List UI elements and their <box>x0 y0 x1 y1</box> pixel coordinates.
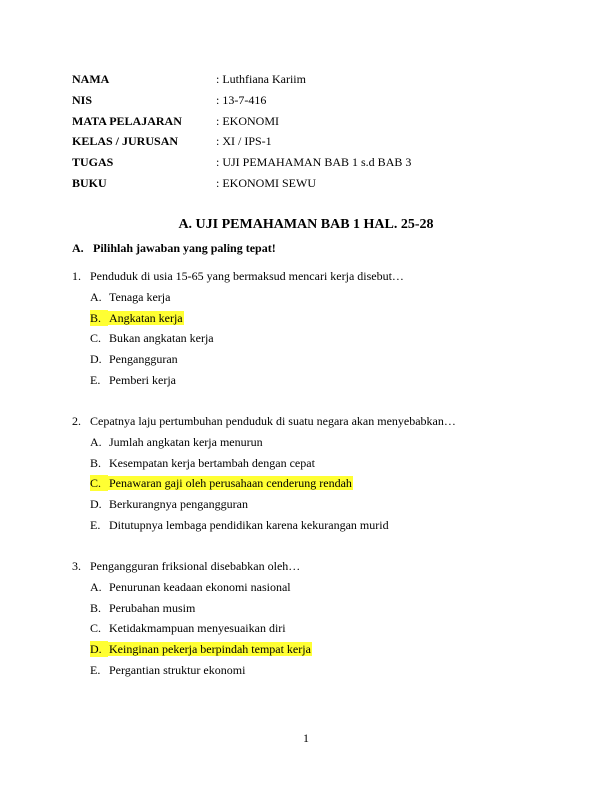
question-text: Cepatnya laju pertumbuhan penduduk di su… <box>90 414 456 428</box>
question-text: Pengangguran friksional disebabkan oleh… <box>90 559 301 573</box>
option-text: Berkurangnya pengangguran <box>109 497 248 512</box>
question-3: 3. Pengangguran friksional disebabkan ole… <box>72 558 312 683</box>
option-letter: E. <box>90 517 101 532</box>
option-b: B. Perubahan musim <box>72 600 312 621</box>
instruction-text: Pilihlah jawaban yang paling tepat! <box>93 241 276 255</box>
question-2: 2. Cepatnya laju pertumbuhan penduduk di … <box>72 413 456 538</box>
question-number: 1. <box>72 269 81 283</box>
student-info: NAMA : Luthfiana Kariim NIS : 13-7-416 M… <box>72 71 411 196</box>
info-value: : EKONOMI <box>216 113 279 128</box>
option-letter: B. <box>90 309 108 326</box>
option-letter: D. <box>90 352 102 367</box>
info-row-buku: BUKU : EKONOMI SEWU <box>72 175 411 196</box>
info-label: NIS <box>72 92 93 107</box>
option-c-highlighted: C.Penawaran gaji oleh perusahaan cenderu… <box>72 475 456 496</box>
option-text: Ketidakmampuan menyesuaikan diri <box>109 621 286 636</box>
page-number: 1 <box>303 731 309 745</box>
option-e: E. Pemberi kerja <box>72 372 404 393</box>
option-d: D. Pengangguran <box>72 351 404 372</box>
option-text: Pengangguran <box>109 352 178 367</box>
info-value: : Luthfiana Kariim <box>216 72 306 86</box>
section-title: A. UJI PEMAHAMAN BAB 1 HAL. 25-28 <box>178 217 434 232</box>
info-value: : XI / IPS-1 <box>216 134 272 149</box>
option-letter: C. <box>90 331 102 346</box>
option-text: Keinginan pekerja berpindah tempat kerja <box>108 642 312 657</box>
option-a: A. Tenaga kerja <box>72 289 404 310</box>
option-letter: E. <box>90 662 101 677</box>
option-letter: D. <box>90 641 108 658</box>
option-letter: A. <box>90 289 102 304</box>
option-letter: A. <box>90 434 102 449</box>
info-row-nama: NAMA : Luthfiana Kariim <box>72 71 411 92</box>
instruction-number: A. <box>72 241 84 255</box>
option-letter: D. <box>90 497 102 512</box>
info-row-nis: NIS : 13-7-416 <box>72 92 411 113</box>
question-stem: 1. Penduduk di usia 15-65 yang bermaksud … <box>72 268 404 289</box>
instruction: A. Pilihlah jawaban yang paling tepat! <box>72 240 276 256</box>
option-letter: C. <box>90 475 108 492</box>
option-text: Jumlah angkatan kerja menurun <box>109 434 263 449</box>
info-label: BUKU <box>72 175 107 190</box>
option-letter: E. <box>90 372 101 387</box>
info-row-tugas: TUGAS : UJI PEMAHAMAN BAB 1 s.d BAB 3 <box>72 154 411 175</box>
option-text: Kesempatan kerja bertambah dengan cepat <box>109 455 315 470</box>
option-text: Perubahan musim <box>109 600 196 615</box>
option-c: C. Bukan angkatan kerja <box>72 330 404 351</box>
info-value: : 13-7-416 <box>216 92 267 107</box>
option-text: Pergantian struktur ekonomi <box>109 662 246 677</box>
info-value: : EKONOMI SEWU <box>216 175 316 190</box>
option-e: E. Pergantian struktur ekonomi <box>72 662 312 683</box>
option-letter: B. <box>90 600 102 615</box>
option-letter: B. <box>90 455 102 470</box>
question-stem: 3. Pengangguran friksional disebabkan ole… <box>72 558 312 579</box>
option-b: B. Kesempatan kerja bertambah dengan cepa… <box>72 455 456 476</box>
info-row-kelas: KELAS / JURUSAN : XI / IPS-1 <box>72 133 411 154</box>
question-number: 2. <box>72 414 81 428</box>
option-text: Penawaran gaji oleh perusahaan cenderung… <box>108 476 353 491</box>
info-row-mata-pelajaran: MATA PELAJARAN : EKONOMI <box>72 113 411 134</box>
option-a: A. Jumlah angkatan kerja menurun <box>72 434 456 455</box>
question-1: 1. Penduduk di usia 15-65 yang bermaksud … <box>72 268 404 393</box>
option-text: Angkatan kerja <box>108 310 184 325</box>
option-letter: A. <box>90 579 102 594</box>
info-label: TUGAS <box>72 155 114 170</box>
option-d: D. Berkurangnya pengangguran <box>72 496 456 517</box>
question-number: 3. <box>72 559 81 573</box>
question-stem: 2. Cepatnya laju pertumbuhan penduduk di … <box>72 413 456 434</box>
option-a: A. Penurunan keadaan ekonomi nasional <box>72 579 312 600</box>
option-c: C. Ketidakmampuan menyesuaikan diri <box>72 620 312 641</box>
info-label: KELAS / JURUSAN <box>72 134 179 149</box>
option-d-highlighted: D.Keinginan pekerja berpindah tempat ker… <box>72 641 312 662</box>
question-text: Penduduk di usia 15-65 yang bermaksud me… <box>90 269 404 283</box>
option-text: Bukan angkatan kerja <box>109 331 214 346</box>
info-label: MATA PELAJARAN <box>72 113 182 128</box>
option-text: Tenaga kerja <box>109 289 171 304</box>
option-text: Ditutupnya lembaga pendidikan karena kek… <box>109 517 389 532</box>
option-text: Penurunan keadaan ekonomi nasional <box>109 579 291 594</box>
option-b-highlighted: B.Angkatan kerja <box>72 309 404 331</box>
option-e: E. Ditutupnya lembaga pendidikan karena k… <box>72 517 456 538</box>
info-value: : UJI PEMAHAMAN BAB 1 s.d BAB 3 <box>216 155 412 170</box>
option-letter: C. <box>90 621 102 636</box>
info-label: NAMA <box>72 72 110 86</box>
option-text: Pemberi kerja <box>109 372 176 387</box>
